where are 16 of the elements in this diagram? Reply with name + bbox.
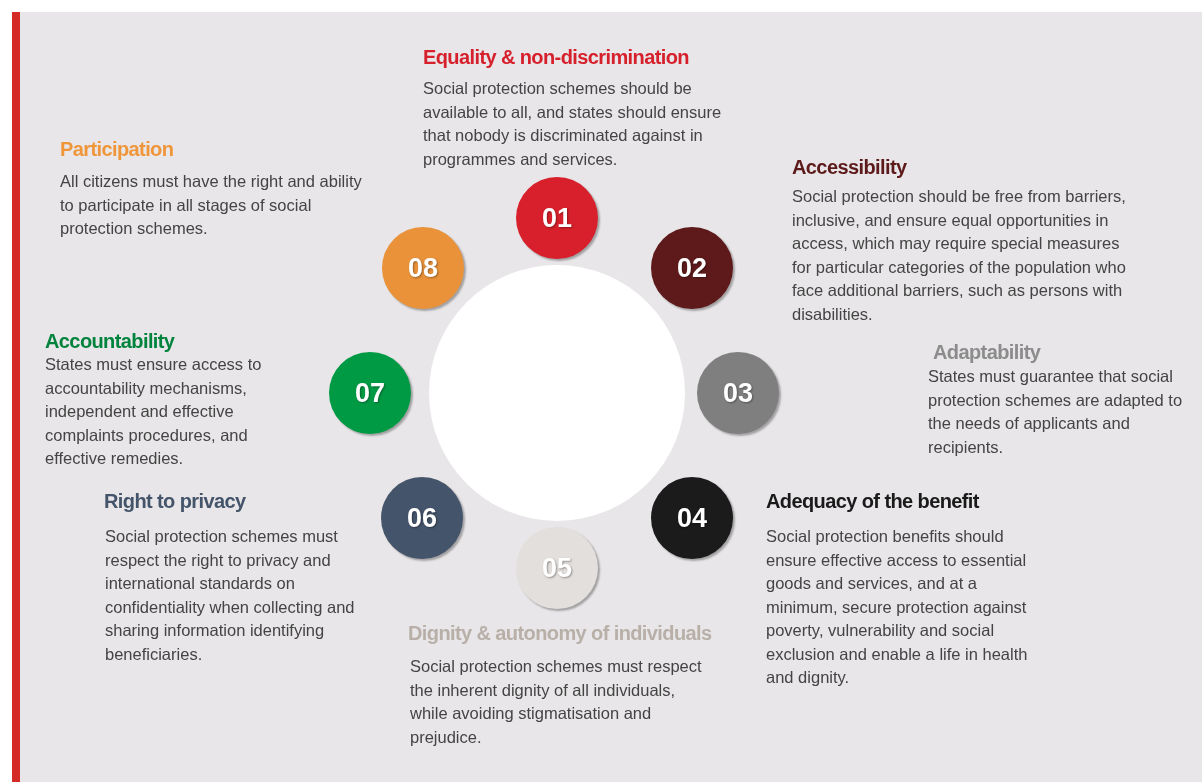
principle-heading: Right to privacy <box>104 489 246 513</box>
principle-description: States must ensure access to accountability mechanisms, independent and effective complaints procedures, and effective remedies. <box>45 354 263 469</box>
principle-heading: Accessibility <box>792 155 907 179</box>
principle-description: Social protection should be free from barriers, inclusive, and ensure equal opportunities in access, which may require special measures for particular categories of the population who face additional barriers, such as persons with disabilities. <box>792 186 1127 325</box>
principle-heading: Equality & non-discrimination <box>423 45 689 69</box>
principle-description: Social protection schemes should be available to all, and states should ensure that nobody is discriminated against in programmes and services. <box>423 78 723 170</box>
principle-heading: Accountability <box>45 329 175 353</box>
principle-heading: Adaptability <box>933 340 1041 364</box>
principle-heading: Participation <box>60 137 174 161</box>
principle-description: States must guarantee that social protection schemes are adapted to the needs of applicants and recipients. <box>928 366 1184 458</box>
principle-description: All citizens must have the right and ability to participate in all stages of social protection schemes. <box>60 171 363 239</box>
principle-description: Social protection benefits should ensure effective access to essential goods and services, and at a minimum, secure protection against poverty, vulnerability and social exclusion and enable a life in health and dignity. <box>766 526 1029 688</box>
principle-heading: Dignity & autonomy of individuals <box>408 621 712 645</box>
principle-heading: Adequacy of the benefit <box>766 489 979 513</box>
principle-description: Social protection schemes must respect the inherent dignity of all individuals, while avoiding stigmatisation and prejudice. <box>410 656 703 748</box>
principle-description: Social protection schemes must respect the right to privacy and international standards on confidentiality when collecting and sharing information identifying beneficiaries. <box>105 526 356 665</box>
